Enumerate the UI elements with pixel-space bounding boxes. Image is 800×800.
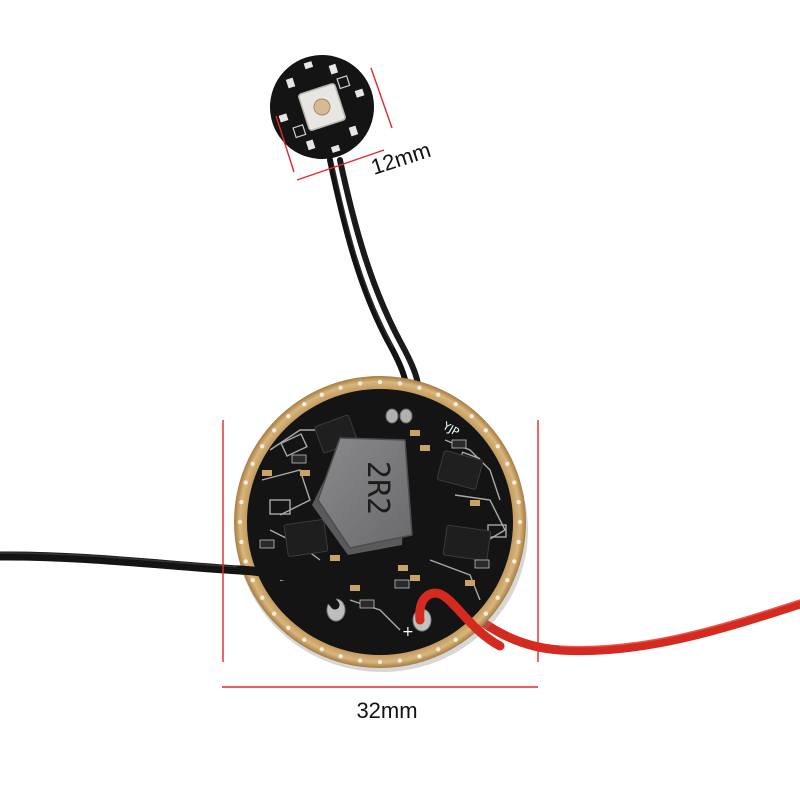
ring-via <box>517 519 523 525</box>
inductor: 2R2 <box>312 437 413 555</box>
ring-via <box>302 402 307 407</box>
ring-via <box>260 595 265 600</box>
dim-12mm-line <box>296 149 385 181</box>
ring-via <box>272 428 277 433</box>
ring-via <box>483 611 488 616</box>
ring-via <box>286 414 291 419</box>
ring-via <box>436 647 441 652</box>
ring-via <box>338 385 343 390</box>
ring-via <box>495 444 500 449</box>
silkscreen-plus: + <box>402 624 414 640</box>
dim-32mm-label: 32mm <box>356 698 417 723</box>
ring-via <box>377 379 383 385</box>
ring-via <box>512 559 517 564</box>
ring-via <box>505 461 510 466</box>
ring-via <box>237 519 243 525</box>
ring-via <box>243 480 248 485</box>
dim-12mm-tick-right <box>370 67 393 129</box>
ring-via <box>239 499 244 505</box>
dim-12mm-tick-left <box>275 115 295 173</box>
ring-via <box>243 559 248 564</box>
driver-board: YJP + 2R2 <box>234 376 528 672</box>
ring-via <box>338 654 343 659</box>
ring-via <box>397 381 403 386</box>
ring-via <box>453 402 458 407</box>
ring-via <box>357 381 363 386</box>
ring-via <box>319 392 324 397</box>
ring-via <box>516 539 521 545</box>
ring-via <box>505 578 510 583</box>
ring-via <box>417 654 422 659</box>
tactile-switch-knob <box>313 98 331 116</box>
dimension-32mm <box>222 420 539 688</box>
ring-via <box>453 637 458 642</box>
ring-via <box>260 444 265 449</box>
ring-via <box>469 414 474 419</box>
ring-via <box>377 659 383 665</box>
ring-via <box>483 428 488 433</box>
ring-via <box>495 595 500 600</box>
switch-board <box>270 55 374 159</box>
ring-via <box>272 611 277 616</box>
ring-via <box>250 578 255 583</box>
ring-via <box>319 647 324 652</box>
ring-via <box>250 461 255 466</box>
ring-via <box>302 637 307 642</box>
ring-via <box>516 499 521 505</box>
inductor-marking: 2R2 <box>360 461 395 515</box>
dimension-12mm <box>275 67 393 181</box>
ring-via <box>286 625 291 630</box>
ring-via <box>357 658 363 663</box>
ring-via <box>512 480 517 485</box>
ring-via <box>436 392 441 397</box>
smd-components <box>259 414 492 609</box>
ring-via <box>397 658 403 663</box>
ring-via <box>417 385 422 390</box>
ring-via <box>239 539 244 545</box>
